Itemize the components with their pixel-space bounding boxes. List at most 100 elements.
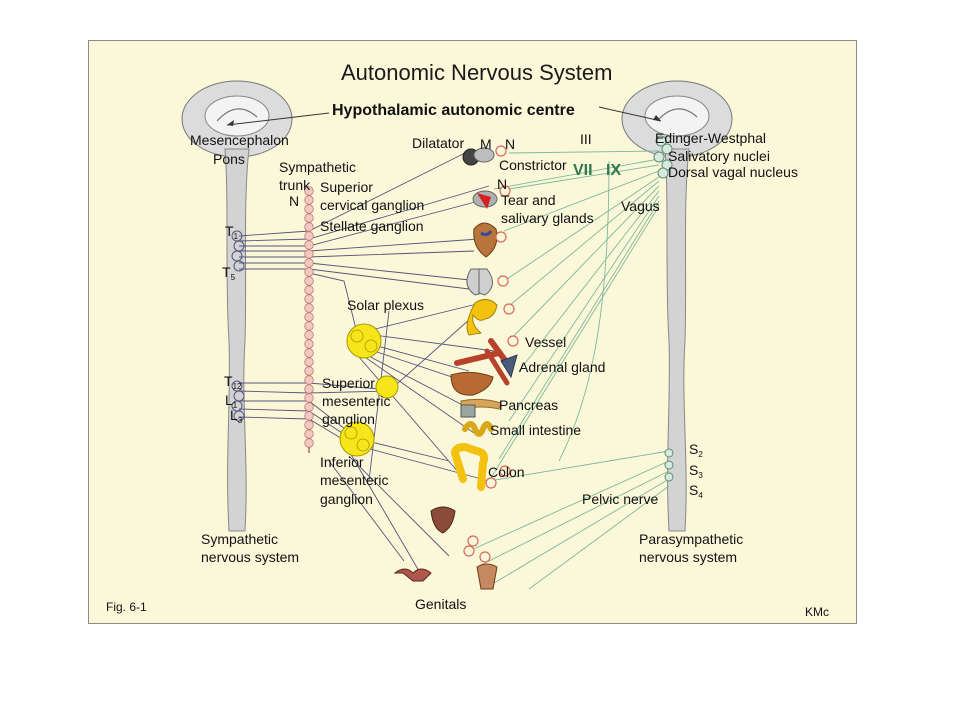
label-l1: L1 [225,392,237,414]
label-s4: S4 [689,482,703,504]
parasympathetic-fibers [468,150,670,590]
chain-bead [304,249,314,259]
chain-bead [304,231,314,241]
chain-bead [304,321,314,331]
chain-bead [304,240,314,250]
label-edinger-westphal: Edinger-Westphal [655,130,767,146]
chain-bead [304,258,314,268]
s4-letter: S [689,482,699,498]
colon-organ [450,442,489,491]
chain-bead [304,429,314,439]
chain-beads [304,186,314,448]
tear-salivary-organ [472,190,498,209]
chain-bead [304,339,314,349]
t12-letter: T [224,373,233,389]
diagram-frame: Autonomic Nervous System Hypothalamic au… [88,40,857,624]
t12-subscript: 12 [232,382,242,391]
t1-letter: T [225,223,234,239]
label-pancreas: Pancreas [499,397,559,413]
label-sympathetic-trunk-2: trunk [279,177,311,193]
chain-bead [304,213,314,223]
label-m: M [480,136,492,152]
chain-bead [304,357,314,367]
adrenal-organ [500,354,518,379]
chain-bead [304,438,314,448]
label-t12: T12 [224,373,241,395]
liver-organ [466,299,498,336]
label-dorsal-vagal: Dorsal vagal nucleus [668,164,798,180]
label-t5: T5 [222,264,235,286]
chain-bead [304,366,314,376]
label-vii: VII [573,162,593,179]
chain-bead [304,276,314,286]
chain-bead [304,420,314,430]
s2-letter: S [689,441,699,457]
left-brain-and-cord [181,80,293,532]
heart-organ [473,222,498,258]
label-dilatator: Dilatator [412,135,465,151]
chain-bead [304,375,314,385]
label-inferior-mesenteric-3: ganglion [320,491,373,507]
label-salivatory: Salivatory nuclei [668,148,770,164]
figure-label: Fig. 6-1 [106,600,147,614]
t5-subscript: 5 [230,273,236,282]
label-vagus: Vagus [621,198,660,214]
label-constrictor: Constrictor [499,157,567,173]
label-genitals: Genitals [415,596,467,612]
kidney-spleen-organ [450,371,494,396]
diagram-artwork [181,80,733,590]
chain-bead [304,267,314,277]
author-initials: KMc [805,605,829,619]
l1-letter: L [225,392,233,408]
l3-subscript: 3 [237,416,243,425]
chain-bead [304,285,314,295]
label-iii: III [580,131,592,147]
chain-bead [304,204,314,214]
solar-plexus-ganglion [346,323,382,359]
label-ix: IX [606,162,622,179]
label-s3: S3 [689,462,703,484]
genitals-male-organ [476,563,498,590]
prevertebral-ganglia [339,323,399,457]
sm-ganglion-small [375,375,399,399]
label-pelvic-nerve: Pelvic nerve [582,491,659,507]
s2-subscript: 2 [698,450,703,459]
chain-bead [304,303,314,313]
eye-organ [462,147,495,166]
bladder-organ [430,506,456,534]
label-superior-cervical-1: Superior [320,179,373,195]
t1-subscript: 1 [233,232,239,241]
lungs-organ [466,268,493,296]
label-mesencephalon: Mesencephalon [190,132,289,148]
label-n-2: N [497,176,508,192]
genitals-female-organ [393,568,432,582]
label-inferior-mesenteric-2: mesenteric [320,472,389,488]
label-small-intestine: Small intestine [490,422,582,438]
s3-letter: S [689,462,699,478]
label-superior-cervical-2: cervical ganglion [320,197,425,213]
label-n-1: N [505,136,516,152]
l3-letter: L [230,407,238,423]
chain-bead [304,330,314,340]
s4-subscript: 4 [698,491,703,500]
label-superior-mesenteric-3: ganglion [322,411,375,427]
right-brain-and-cord [621,80,733,532]
chain-bead [304,393,314,403]
chain-bead [304,312,314,322]
relay-nodes [463,145,519,563]
figure-subtitle: Hypothalamic autonomic centre [332,102,575,119]
label-adrenal: Adrenal gland [519,359,606,375]
label-t1: T1 [225,223,238,245]
cranial-nuclei [653,135,673,179]
superior-mesenteric-ganglion [339,421,375,457]
t5-letter: T [222,264,231,280]
chain-bead [304,294,314,304]
chain-bead [304,222,314,232]
label-sympathetic-system-1: Sympathetic [201,531,279,547]
l1-subscript: 1 [232,401,238,410]
chain-bead [304,411,314,421]
label-superior-mesenteric-2: mesenteric [322,393,391,409]
label-inferior-mesenteric-1: Inferior [320,454,364,470]
label-n-left: N [289,193,300,209]
chain-bead [304,402,314,412]
